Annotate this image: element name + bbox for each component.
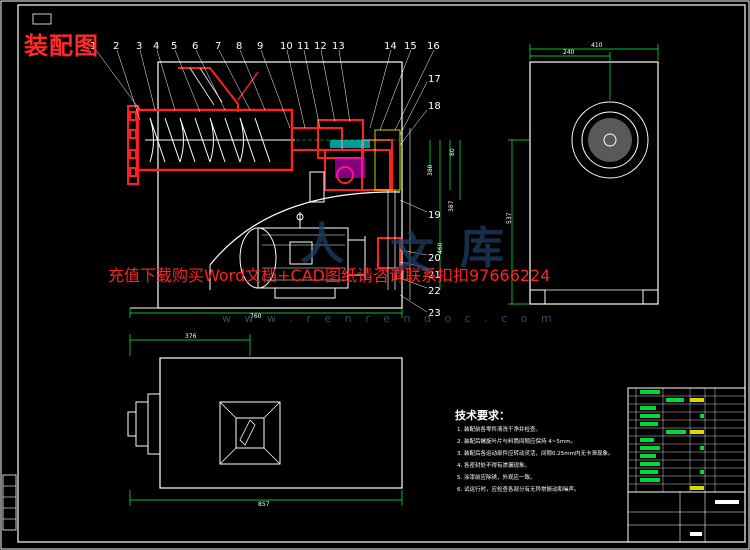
part-number-label: 22 [428, 286, 441, 297]
watermark-char: 库 [460, 223, 504, 274]
download-watermark: 充值下载购买Word文档+CAD图纸请咨询联系扣扣97666224 [108, 266, 551, 285]
tech-requirement-item: 2. 装配后螺旋叶片与料筒间隙应保持 4~5mm。 [457, 439, 577, 445]
dim-side-top-inner: 240 [563, 49, 575, 56]
dim-vertical-small-3: 460 [437, 242, 444, 254]
part-number-label: 19 [428, 210, 441, 221]
dim-vertical-small-1: 380 [427, 164, 434, 176]
gear-reducer [291, 119, 393, 191]
tech-requirement-item: 5. 涂漆前应除锈，外观应一致。 [457, 475, 536, 481]
watermark-url: w w w . r e n r e n d o c . c o m [222, 312, 557, 325]
part-number-label: 21 [428, 270, 441, 281]
side-dimension-lines [508, 44, 659, 305]
part-number-label: 4 [153, 41, 159, 52]
part-number-label: 18 [428, 101, 441, 112]
electric-motor [239, 212, 366, 299]
part-number-label: 3 [136, 41, 142, 52]
part-number-label: 11 [297, 41, 310, 52]
die-plate-outer [571, 101, 649, 179]
dim-side-top-width: 410 [591, 42, 603, 49]
part-number-labels: 1 2 3 4 5 6 7 8 9 10 11 12 13 14 15 16 1… [90, 41, 441, 319]
plan-hopper-outer [219, 401, 281, 465]
part-leader-lines [95, 49, 435, 313]
part-number-label: 20 [428, 253, 441, 264]
motor-base-curve [209, 191, 401, 266]
hopper-outline [178, 67, 239, 112]
front-view [127, 61, 461, 318]
left-edge-strip [2, 474, 17, 531]
plan-dimension-lines [129, 334, 403, 506]
part-number-label: 10 [280, 41, 293, 52]
part-number-label: 9 [257, 41, 263, 52]
part-number-label: 2 [113, 41, 119, 52]
part-number-label: 16 [427, 41, 440, 52]
part-number-label: 14 [384, 41, 397, 52]
sheet-border-inner [17, 4, 746, 543]
plan-housing [159, 357, 403, 489]
part-number-label: 7 [215, 41, 221, 52]
watermark-char: 文 [390, 229, 434, 280]
motor-fins [262, 234, 345, 281]
part-number-label: 17 [428, 74, 441, 85]
plan-flange [135, 401, 149, 447]
dimension-labels: 760 376 857 410 240 537 387 380 80 460 [185, 42, 603, 508]
dim-front-mid-height: 387 [448, 200, 455, 212]
plan-view [127, 334, 403, 506]
dim-front-width: 760 [250, 313, 262, 320]
watermark-char: 人 [300, 219, 344, 270]
tech-requirement-item: 4. 各密封处不得有渗漏现象。 [457, 463, 530, 469]
side-housing [529, 61, 659, 305]
left-strip-lines [3, 485, 16, 520]
part-number-label: 5 [171, 41, 177, 52]
part-number-label: 15 [404, 41, 417, 52]
tech-requirement-item: 6. 试运行时，应检查各部分有无异常振动和噪声。 [457, 487, 580, 493]
front-dimension-lines [129, 140, 461, 318]
screw-flights [149, 117, 271, 163]
side-view [508, 44, 659, 305]
part-number-label: 13 [332, 41, 345, 52]
drawing-title: 装配图 [24, 32, 99, 60]
part-number-label: 6 [192, 41, 198, 52]
part-number-label: 1 [90, 41, 96, 52]
title-block [627, 387, 746, 543]
title-tag-box [32, 13, 52, 25]
tech-requirement-item: 1. 装配前各零件清洗干净并检查。 [457, 427, 541, 433]
part-number-label: 12 [314, 41, 327, 52]
tech-requirements-title: 技术要求： [455, 409, 510, 422]
tech-requirement-item: 3. 装配后各运动部件应转动灵活，间隙0.25mm内无卡滞现象。 [457, 451, 614, 457]
dim-plan-width: 857 [258, 501, 270, 508]
dim-side-height: 537 [506, 212, 513, 224]
part-number-label: 23 [428, 308, 441, 319]
part-number-label: 8 [236, 41, 242, 52]
dim-plan-offset: 376 [185, 333, 197, 340]
dim-vertical-small-2: 80 [449, 148, 456, 156]
flange-bolts [129, 111, 137, 177]
die-plate-holes [588, 118, 632, 162]
